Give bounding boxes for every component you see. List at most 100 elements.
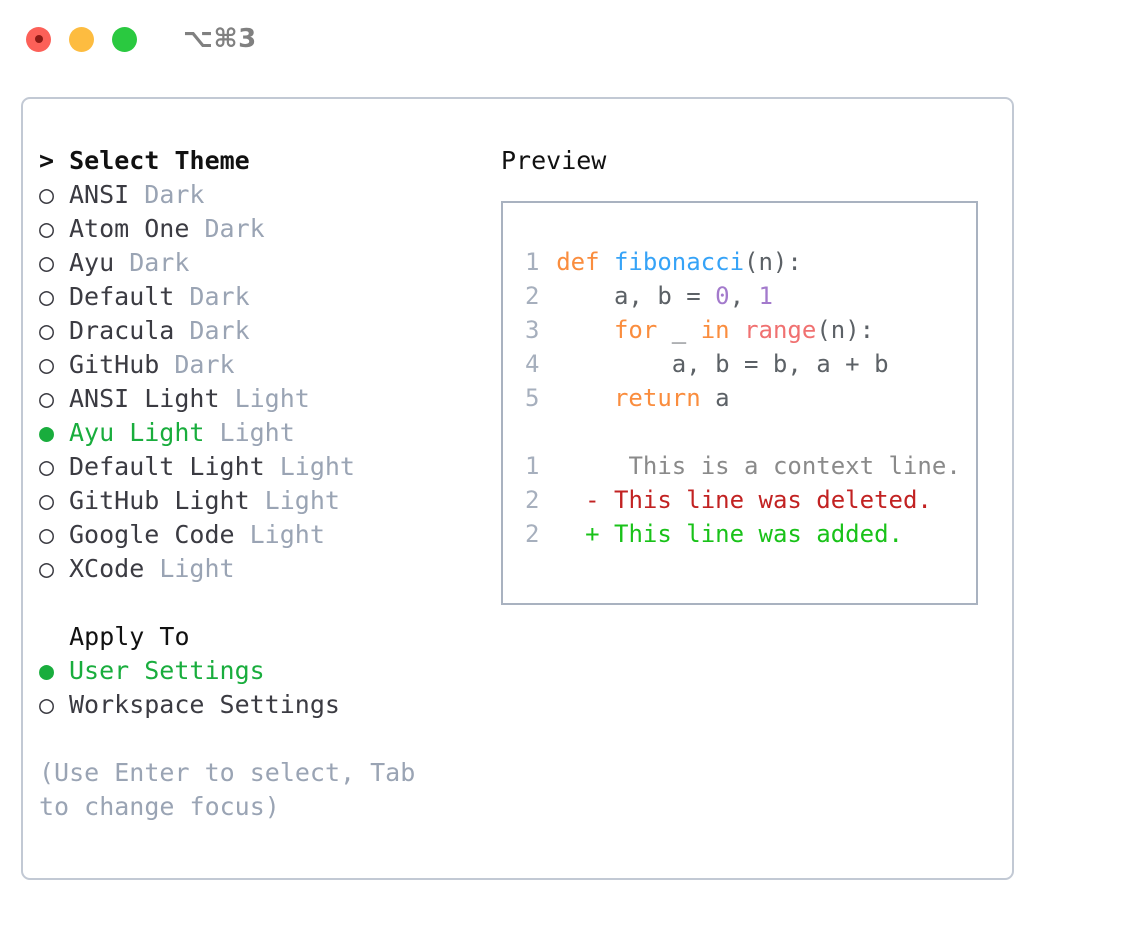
code-token: (n): (816, 316, 875, 344)
apply-to-item[interactable]: ○ Workspace Settings (39, 688, 489, 722)
close-button-icon[interactable] (26, 26, 51, 52)
apply-to-list[interactable]: ● User Settings ○ Workspace Settings (39, 654, 489, 722)
minimize-button-icon[interactable] (69, 26, 94, 52)
diff-marker (556, 452, 599, 480)
code-token: a, b = b, a + b (556, 350, 889, 378)
theme-list-item[interactable]: ○ GitHub Dark (39, 348, 489, 382)
code-line: 3 for _ in range(n): (525, 313, 976, 347)
theme-variant-tag: Dark (159, 350, 235, 379)
line-number: 2 (525, 486, 540, 514)
apply-to-label: Apply To (39, 622, 190, 651)
theme-variant-tag: Light (264, 452, 355, 481)
theme-variant-tag: Dark (174, 316, 250, 345)
code-token: def (556, 248, 614, 276)
theme-list[interactable]: ○ ANSI Dark ○ Atom One Dark ○ Ayu Dark ○ Defaul… (39, 178, 489, 586)
select-theme-header: > Select Theme (39, 146, 250, 175)
diff-text: This is a context line. (599, 452, 961, 480)
radio-unselected-icon: ○ (39, 690, 55, 719)
theme-name: GitHub (69, 350, 160, 379)
diff-marker: + (556, 520, 600, 548)
code-token (556, 316, 614, 344)
list-spacer (39, 586, 489, 620)
radio-unselected-icon: ○ (39, 180, 55, 209)
theme-list-item[interactable]: ○ Default Dark (39, 280, 489, 314)
radio-unselected-icon: ○ (39, 520, 55, 549)
theme-name: Atom One (69, 214, 190, 243)
theme-list-item[interactable]: ○ ANSI Light Light (39, 382, 489, 416)
diff-sample: 1 This is a context line.2 - This line w… (525, 449, 976, 551)
diff-line: 2 - This line was deleted. (525, 483, 976, 517)
theme-list-item[interactable]: ○Dracula Dark (39, 314, 489, 348)
theme-variant-tag: Light (234, 520, 325, 549)
theme-list-item[interactable]: ○ Default Light Light (39, 450, 489, 484)
theme-picker-panel: > Select Theme ○ANSI Dark○Atom One Dark○… (21, 97, 1014, 880)
line-number: 2 (525, 520, 540, 548)
theme-list-item[interactable]: ○ Google Code Light (39, 518, 489, 552)
theme-name: XCode (69, 554, 145, 583)
apply-to-item[interactable]: ● User Settings (39, 654, 489, 688)
code-token: a (700, 384, 730, 412)
theme-variant-tag: Light (219, 384, 310, 413)
theme-list-item[interactable]: ○Ayu Dark (39, 246, 489, 280)
radio-selected-icon: ● (39, 656, 55, 685)
code-token: return (613, 384, 701, 412)
line-number: 1 (525, 248, 540, 276)
maximize-button-icon[interactable] (112, 26, 137, 52)
code-line: 5 return a (525, 381, 976, 415)
theme-variant-tag: Dark (174, 282, 250, 311)
line-number: 4 (525, 350, 540, 378)
radio-unselected-icon: ○ (39, 486, 55, 515)
window-controls (26, 26, 137, 52)
theme-variant-tag: Light (249, 486, 340, 515)
radio-unselected-icon: ○ (39, 248, 55, 277)
radio-unselected-icon: ○ (39, 316, 55, 345)
theme-name: Default Light (69, 452, 265, 481)
theme-variant-tag: Light (204, 418, 295, 447)
line-number: 3 (525, 316, 540, 344)
apply-to-name: User Settings (69, 656, 265, 685)
code-token: (n): (744, 248, 802, 276)
theme-name: ANSI Light (69, 384, 220, 413)
theme-list-item[interactable]: ●Ayu Light Light (39, 416, 489, 450)
theme-list-item[interactable]: ○ XCode Light (39, 552, 489, 586)
theme-name: Google Code (69, 520, 235, 549)
theme-variant-tag: Dark (129, 180, 205, 209)
line-number: 2 (525, 282, 540, 310)
code-line: 2 a, b = 0, 1 (525, 279, 976, 313)
selection-column: > Select Theme ○ANSI Dark○Atom One Dark○… (23, 99, 489, 878)
theme-variant-tag: Light (144, 554, 235, 583)
keyboard-shortcut-label: ⌥⌘3 (183, 24, 257, 54)
theme-variant-tag: Dark (189, 214, 265, 243)
radio-unselected-icon: ○ (39, 350, 55, 379)
radio-selected-icon: ● (39, 418, 55, 447)
diff-marker: - (556, 486, 600, 514)
radio-unselected-icon: ○ (39, 554, 55, 583)
radio-unselected-icon: ○ (39, 452, 55, 481)
line-number: 5 (525, 384, 540, 412)
theme-name: ANSI (69, 180, 130, 209)
code-token (730, 316, 744, 344)
code-token: in (700, 316, 730, 344)
theme-name: Default (69, 282, 175, 311)
theme-list-item[interactable]: ○ Atom One Dark (39, 212, 489, 246)
code-token: 0 (715, 282, 730, 310)
line-number: 1 (525, 452, 540, 480)
apply-to-name: Workspace Settings (69, 690, 340, 719)
code-line: 4 a, b = b, a + b (525, 347, 976, 381)
theme-list-item[interactable]: ○GitHub Light Light (39, 484, 489, 518)
diff-text: This line was added. (599, 520, 903, 548)
code-token: a, b = (556, 282, 716, 310)
code-diff-separator (525, 415, 976, 449)
code-token (556, 384, 614, 412)
radio-unselected-icon: ○ (39, 282, 55, 311)
radio-unselected-icon: ○ (39, 384, 55, 413)
diff-line: 1 This is a context line. (525, 449, 976, 483)
radio-unselected-icon: ○ (39, 214, 55, 243)
theme-list-item[interactable]: ○ ANSI Dark (39, 178, 489, 212)
code-token: 1 (758, 282, 773, 310)
theme-name: Ayu (69, 248, 115, 277)
